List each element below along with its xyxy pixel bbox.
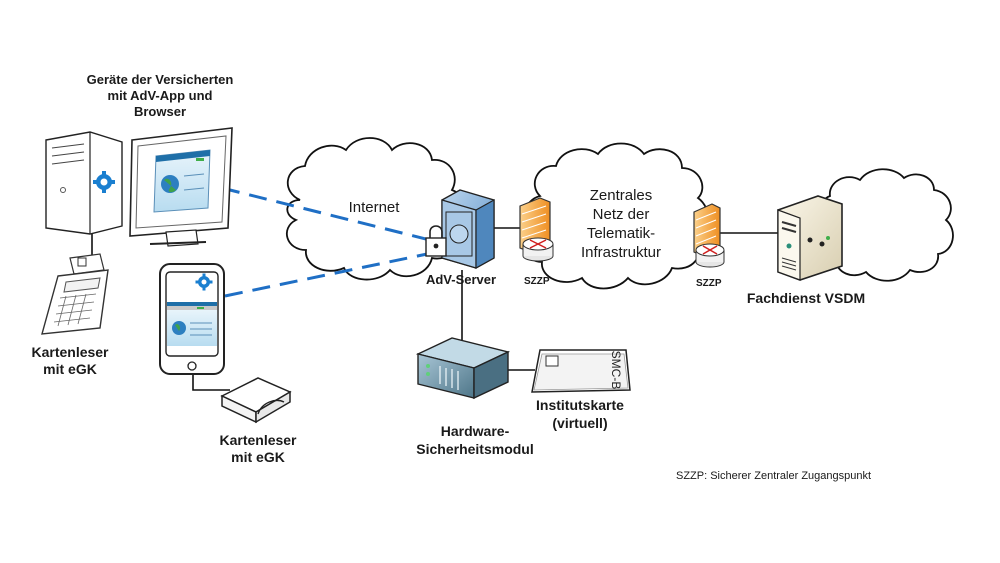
chip-icon [545,355,559,367]
hsm-label: Hardware- Sicherheitsmodul [400,422,550,458]
router-icon [695,243,725,268]
label-line: (virtuell) [552,415,608,431]
desktop-computer-icon [45,131,123,235]
legend-szzp: SZZP: Sicherer Zentraler Zugangspunkt [676,470,872,482]
szzp-left-icon [519,197,554,262]
szzp-right-icon [693,203,725,268]
institutskarte-label: Institutskarte (virtuell) [520,396,640,432]
smartphone-icon [159,263,225,375]
smc-b-card-icon: SMC-B [531,349,631,393]
link-phone-to-reader [192,372,230,391]
label-line: Sicherheitsmodul [416,441,534,457]
dashed-link-mobile-to-server [224,251,433,298]
card-reader-icon [220,377,292,424]
smc-b-card-text: SMC-B [609,351,623,390]
label-line: Kartenleser [219,432,297,448]
card-reader-desktop-label: Kartenleser mit eGK [20,344,120,378]
label-line: mit eGK [43,361,97,377]
szzp-right-label: SZZP [696,278,722,289]
label-line: Kartenleser [31,344,109,360]
card-reader-terminal-icon [41,253,109,335]
label-line: Telematik- [586,225,656,242]
lock-icon [425,225,447,257]
fachdienst-server-icon [777,195,843,281]
devices-label: Geräte der Versicherten mit AdV-App und … [60,72,260,120]
devices-label-line: Geräte der Versicherten [86,72,234,87]
adv-server-icon [441,189,495,270]
hsm-device-icon [415,337,511,400]
ti-network-label: Zentrales Netz der Telematik- Infrastruk… [566,186,676,262]
monitor-icon [129,127,233,247]
dashed-link-desktop-to-server [221,186,431,242]
router-icon [522,237,554,262]
internet-label: Internet [348,199,400,216]
label-line: Infrastruktur [580,244,662,261]
gear-icon [93,171,115,193]
label-line: Hardware- [440,423,510,439]
label-line: mit eGK [231,449,285,465]
label-line: Netz der [592,206,650,223]
label-line: Institutskarte [536,397,624,413]
card-reader-mobile-label: Kartenleser mit eGK [208,432,308,466]
adv-server-label: AdV-Server [425,272,497,287]
gear-icon [195,273,213,291]
szzp-left-label: SZZP [524,276,550,287]
label-line: Zentrales [589,187,653,204]
browser-window-icon [153,149,211,213]
devices-label-line: mit AdV-App und [107,88,213,103]
fachdienst-label: Fachdienst VSDM [746,290,866,306]
devices-label-line: Browser [133,104,187,119]
